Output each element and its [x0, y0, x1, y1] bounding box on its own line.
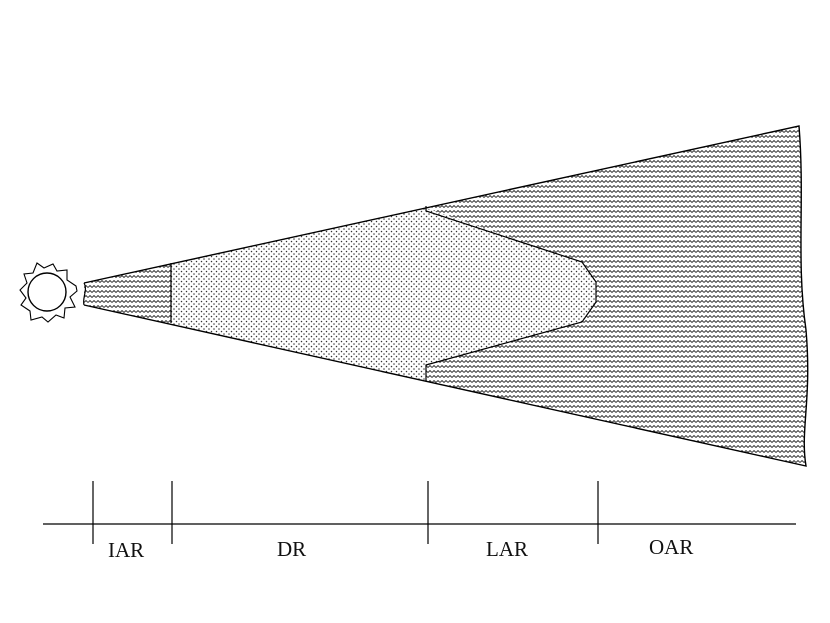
- dr-lar-boundary: [425, 206, 597, 381]
- region-axis: IAR DR LAR OAR: [43, 481, 796, 562]
- label-iar: IAR: [108, 538, 144, 562]
- sun-icon: [19, 262, 78, 323]
- label-oar: OAR: [649, 535, 693, 559]
- label-lar: LAR: [486, 537, 528, 561]
- cone-outline: [83, 125, 809, 467]
- sun-disk: [27, 272, 67, 312]
- label-dr: DR: [277, 537, 306, 561]
- cone-tip-edge: [82, 282, 87, 306]
- cone: [84, 126, 808, 466]
